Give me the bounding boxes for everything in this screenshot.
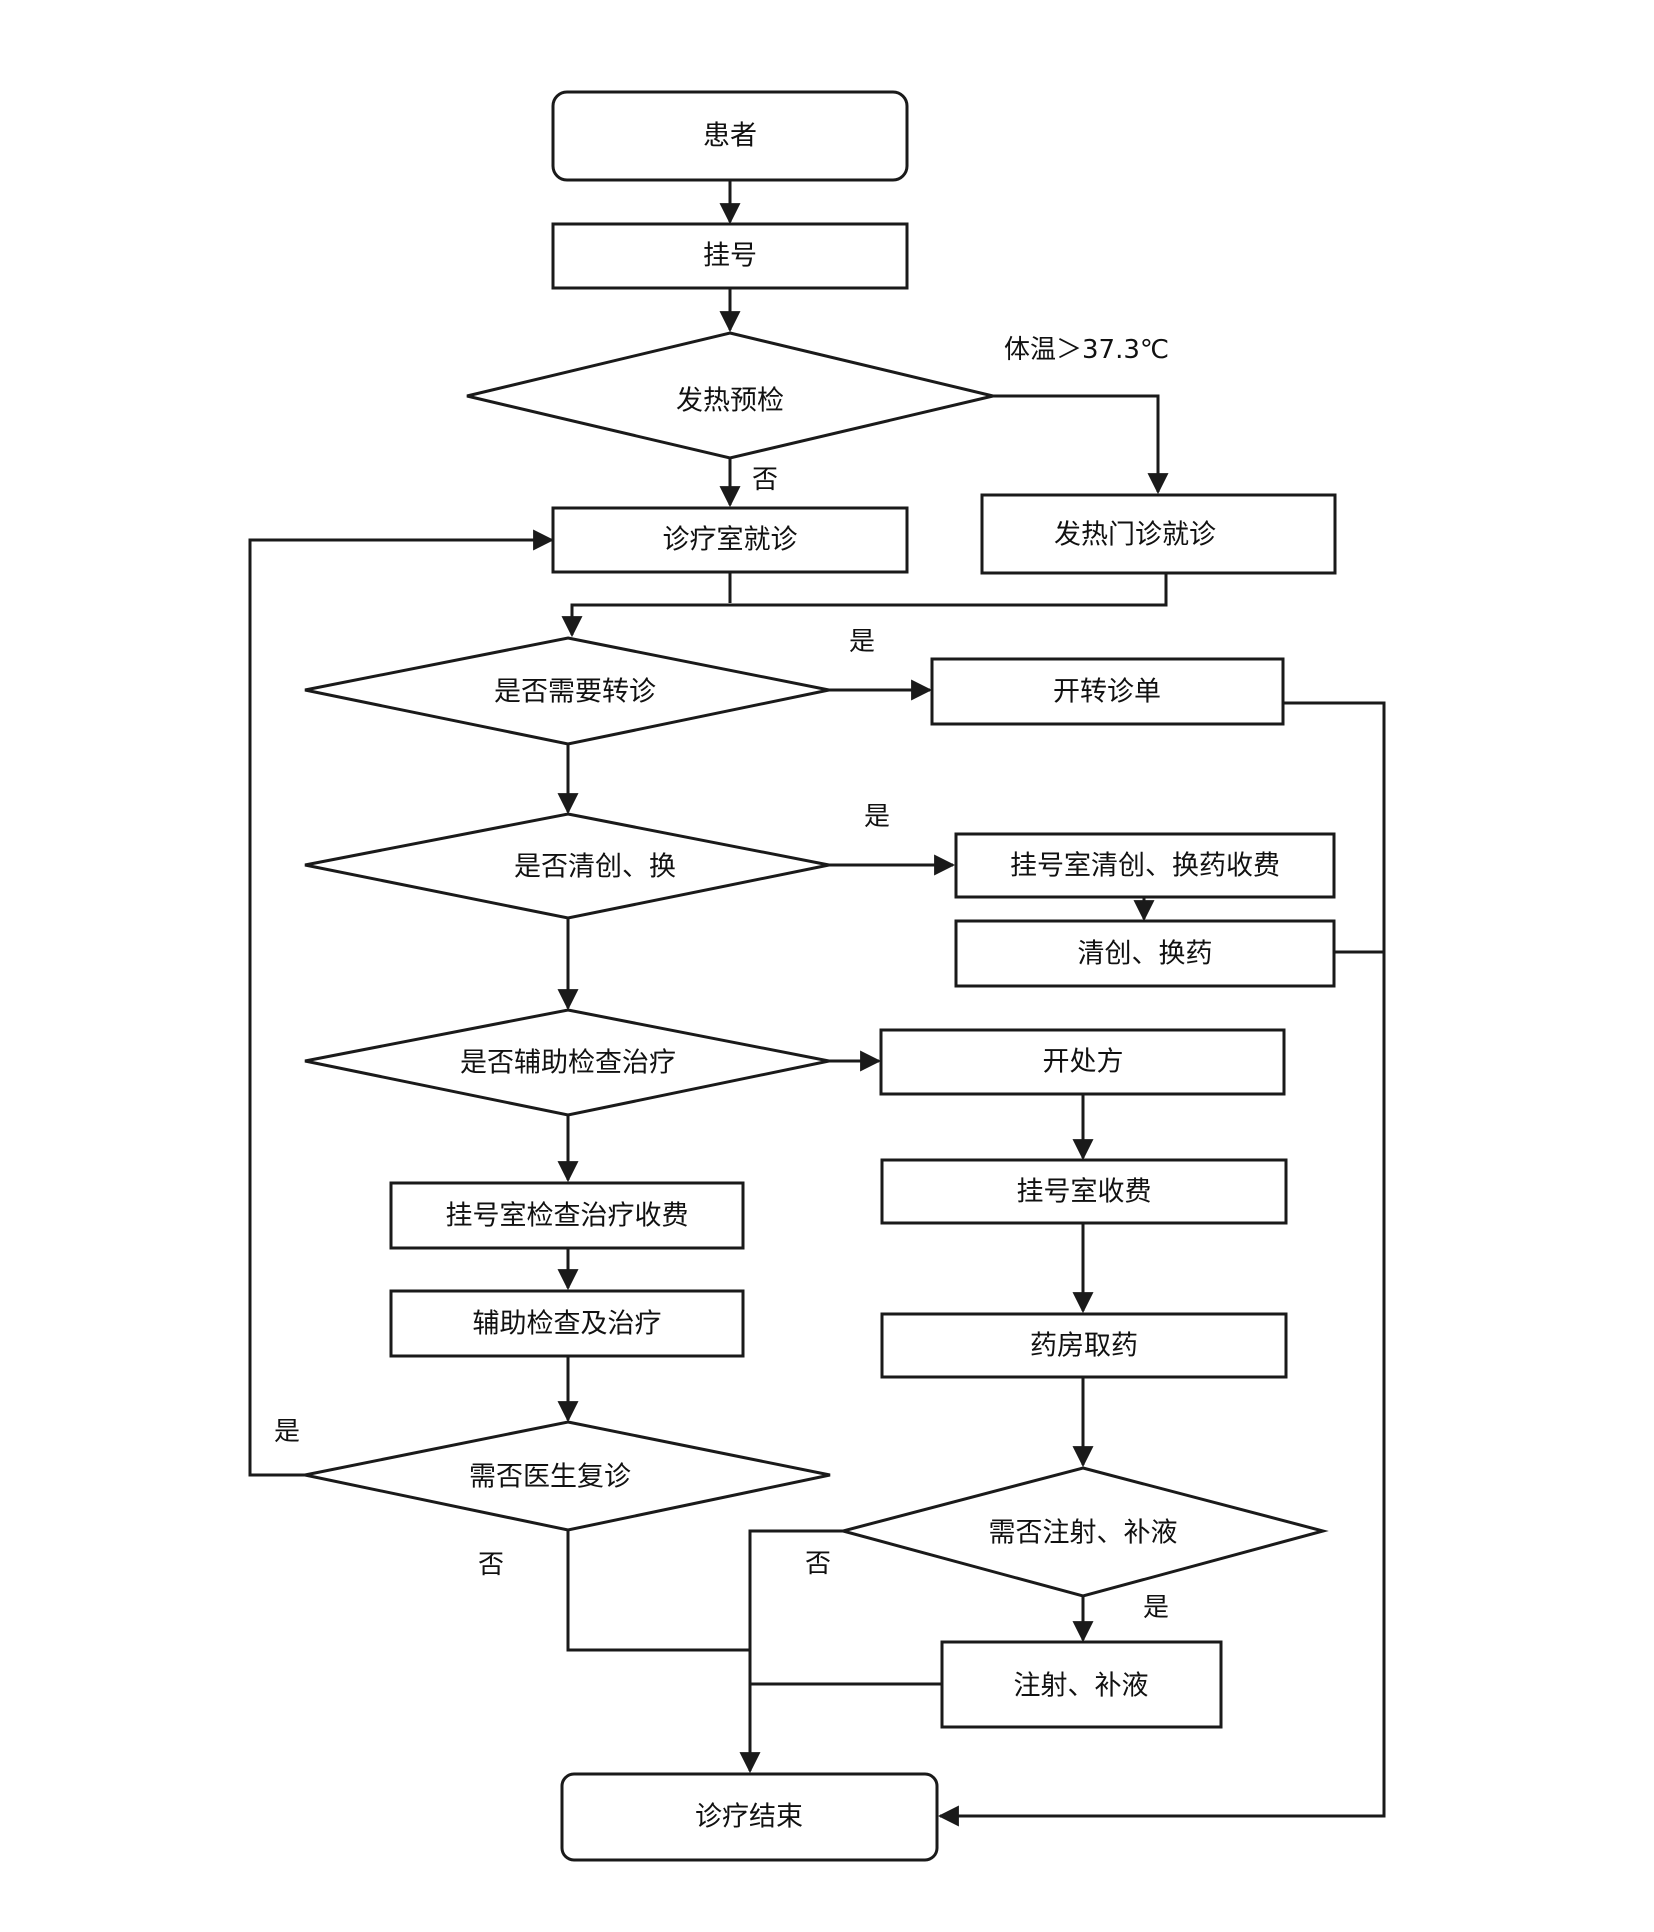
node-injection: 注射、补液 — [940, 1640, 1223, 1729]
node-need-revisit-label: 需否医生复诊 — [469, 1462, 631, 1493]
node-dressing-label: 清创、换药 — [1078, 939, 1213, 970]
node-need-aux: 是否辅助检查治疗 — [304, 1008, 830, 1117]
node-pharmacy: 药房取药 — [880, 1312, 1288, 1379]
node-fever-clinic: 发热门诊就诊 — [980, 493, 1337, 575]
arrow-injection-no-to-end — [739, 1529, 843, 1774]
node-fever-check: 发热预检 — [466, 331, 994, 460]
node-dressing-fee: 挂号室清创、换药收费 — [954, 832, 1336, 899]
node-end-label: 诊疗结束 — [695, 1802, 803, 1833]
arrow-join-to-referral — [561, 573, 1168, 638]
label-injection-yes: 是 — [1143, 1593, 1169, 1623]
node-referral-slip: 开转诊单 — [930, 657, 1285, 726]
node-need-injection: 需否注射、补液 — [837, 1466, 1329, 1598]
node-register-fee: 挂号室收费 — [880, 1158, 1288, 1225]
node-referral-slip-label: 开转诊单 — [1053, 677, 1161, 708]
node-register-fee-label: 挂号室收费 — [1017, 1177, 1152, 1208]
node-patient: 患者 — [551, 90, 909, 182]
node-aux-fee-label: 挂号室检查治疗收费 — [446, 1201, 689, 1232]
node-fever-check-label: 发热预检 — [676, 386, 784, 417]
arrow-referral-to-end — [937, 701, 1386, 1827]
node-need-referral-label: 是否需要转诊 — [494, 677, 656, 708]
node-end: 诊疗结束 — [560, 1772, 939, 1862]
node-fever-clinic-label: 发热门诊就诊 — [1054, 520, 1216, 551]
node-dressing: 清创、换药 — [954, 919, 1336, 988]
node-prescribe-label: 开处方 — [1043, 1047, 1124, 1078]
node-pharmacy-label: 药房取药 — [1030, 1331, 1138, 1362]
node-need-injection-label: 需否注射、补液 — [989, 1518, 1178, 1549]
node-need-referral: 是否需要转诊 — [304, 636, 830, 746]
node-injection-label: 注射、补液 — [1014, 1671, 1149, 1702]
label-fever-no: 否 — [752, 465, 778, 495]
connectors — [248, 180, 1386, 1827]
node-need-dressing: 是否清创、换 — [304, 812, 830, 920]
label-fever-temp: 体温＞37.3℃ — [1004, 335, 1169, 365]
node-aux-fee: 挂号室检查治疗收费 — [389, 1181, 745, 1250]
node-clinic-visit: 诊疗室就诊 — [551, 506, 909, 574]
node-need-dressing-label: 是否清创、换 — [514, 852, 676, 883]
node-aux-treatment-label: 辅助检查及治疗 — [473, 1309, 662, 1340]
label-referral-yes: 是 — [849, 627, 875, 657]
node-prescribe: 开处方 — [879, 1028, 1286, 1096]
edge-labels: 体温＞37.3℃ 否 是 是 是 否 否 是 — [274, 335, 1169, 1623]
node-need-revisit: 需否医生复诊 — [304, 1420, 831, 1532]
arrow-fever-to-fever-clinic — [993, 394, 1169, 495]
label-revisit-no: 否 — [478, 1550, 504, 1580]
node-clinic-visit-label: 诊疗室就诊 — [663, 525, 798, 556]
label-revisit-yes: 是 — [274, 1417, 300, 1447]
node-patient-label: 患者 — [703, 121, 757, 152]
node-register: 挂号 — [551, 222, 909, 290]
label-dressing-yes: 是 — [864, 802, 890, 832]
arrow-revisit-yes-loop — [248, 529, 555, 1477]
label-injection-no: 否 — [805, 1549, 831, 1579]
node-dressing-fee-label: 挂号室清创、换药收费 — [1010, 851, 1280, 882]
line-revisit-no — [566, 1530, 750, 1652]
node-need-aux-label: 是否辅助检查治疗 — [460, 1048, 676, 1079]
node-register-label: 挂号 — [703, 241, 757, 272]
node-aux-treatment: 辅助检查及治疗 — [389, 1289, 745, 1358]
